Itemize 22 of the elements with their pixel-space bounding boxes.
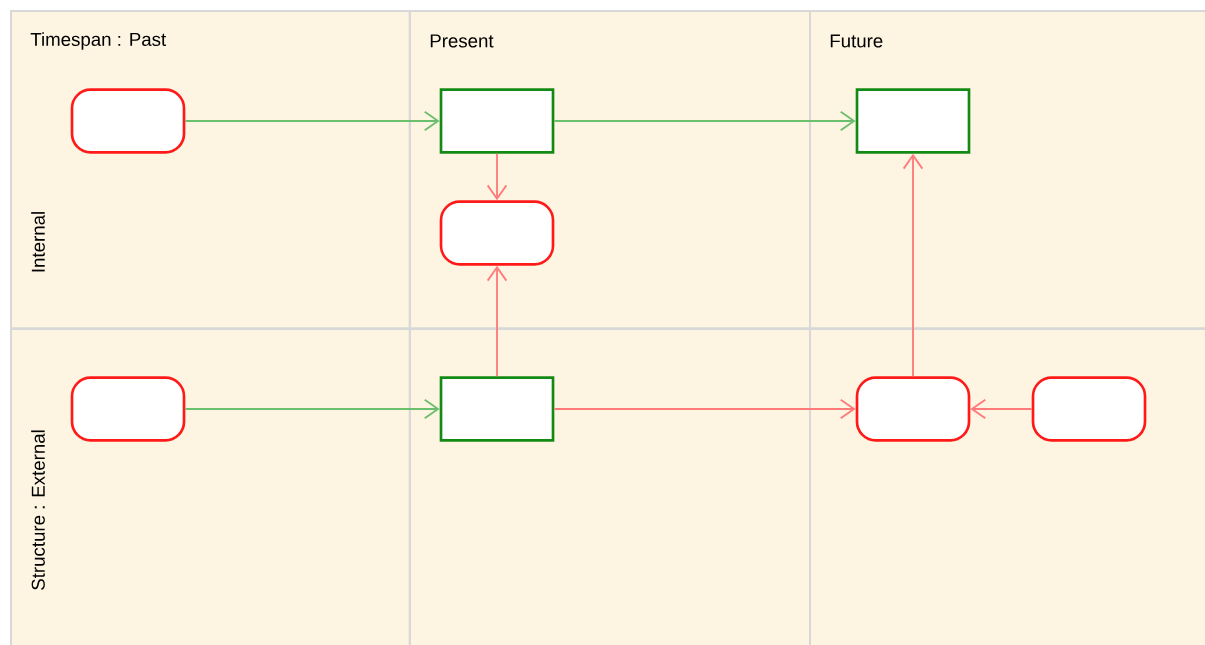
process-box <box>439 376 555 442</box>
rounded-box <box>70 376 186 442</box>
arrow <box>184 110 440 132</box>
rounded-box <box>439 200 555 266</box>
arrow <box>486 152 508 201</box>
arrow <box>486 265 508 378</box>
process-box <box>855 88 971 154</box>
node-label: Structure : External <box>31 430 45 590</box>
process-box <box>439 88 555 154</box>
node-label: Future <box>830 34 883 48</box>
swimlane-cell: Future <box>809 10 1205 330</box>
arrow <box>553 110 856 132</box>
arrow <box>184 398 440 420</box>
rounded-box <box>855 376 971 442</box>
arrow <box>902 153 924 378</box>
rounded-box <box>1031 376 1147 442</box>
swimlane-cell: Structure : External <box>10 328 411 645</box>
arrow <box>553 398 856 420</box>
arrow <box>970 398 1033 420</box>
rounded-box <box>70 88 186 154</box>
swimlane-cell <box>409 328 811 645</box>
swimlane-cell: Timespan : Past Internal <box>10 10 411 330</box>
